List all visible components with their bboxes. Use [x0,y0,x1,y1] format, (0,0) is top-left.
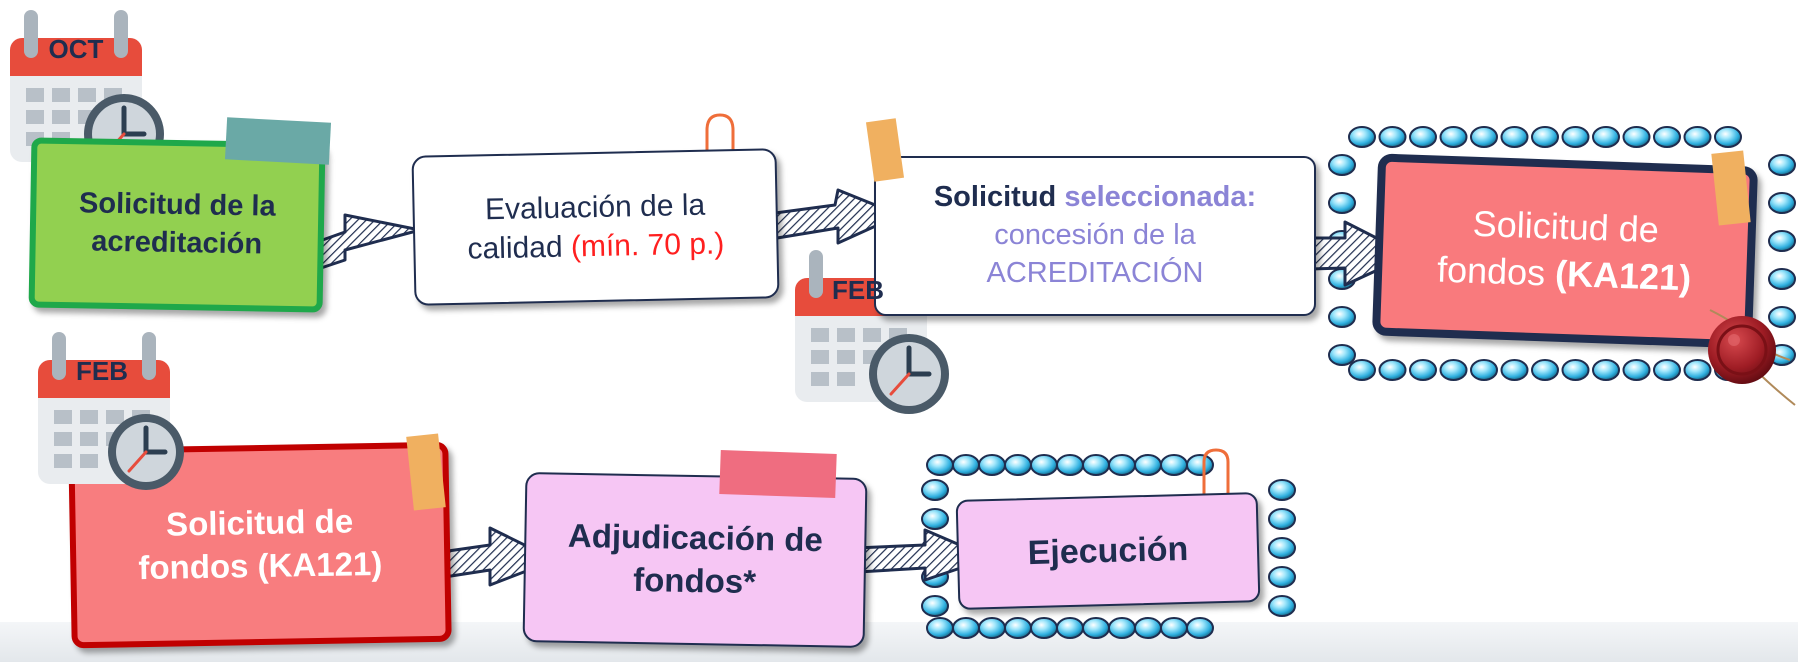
step-text: calidad (mín. 70 p.) [467,224,725,268]
light-bulb-icon [952,617,980,639]
light-bulb-icon [1134,617,1162,639]
step-adjudicacion-fondos: Adjudicación de fondos* [522,472,868,648]
tape-decoration [224,117,332,165]
step-text: fondos (KA121) [138,544,383,587]
light-bulb-icon [1531,126,1559,148]
light-bulb-icon [1328,154,1356,176]
light-bulb-icon [1683,359,1712,381]
light-bulb-icon [1439,126,1468,148]
step-evaluacion-calidad: Evaluación de la calidad (mín. 70 p.) [411,148,780,306]
light-bulb-icon [1714,126,1742,148]
step-text-part: Solicitud [933,181,1065,214]
light-bulb-icon [1500,126,1529,148]
light-bulb-icon [926,454,954,476]
light-bulb-icon [1030,454,1058,476]
light-bulb-icon [1561,359,1590,381]
light-bulb-icon [1592,359,1620,381]
light-bulb-icon [1768,306,1796,328]
step-text: Ejecución [1027,529,1189,573]
light-bulb-icon [1409,359,1437,381]
light-bulb-icon [1768,268,1796,290]
step-solicitud-seleccionada: Solicitud seleccionada: concesión de la … [874,156,1316,316]
light-bulb-icon [1030,617,1058,639]
min-score-note: (mín. 70 p.) [570,227,725,264]
light-bulb-icon [921,479,949,501]
light-bulb-icon [1108,454,1136,476]
light-bulb-icon [1378,126,1407,148]
light-bulb-icon [1409,126,1437,148]
light-bulb-icon [1056,454,1084,476]
light-bulb-icon [1768,230,1796,252]
light-bulb-icon [1328,306,1356,328]
light-bulb-icon [1328,344,1356,366]
light-bulb-icon [978,454,1006,476]
light-bulb-icon [1470,126,1498,148]
light-bulb-icon [1653,359,1681,381]
light-bulb-icon [1592,126,1620,148]
step-text: Adjudicación de [567,516,824,559]
light-bulb-icon [1348,359,1376,381]
step-solicitud-acreditacion: Solicitud de la acreditación [28,137,326,313]
light-bulb-icon [1768,192,1796,214]
light-bulb-icon [1531,359,1559,381]
step-text-part: calidad [467,230,572,266]
light-bulb-icon [952,454,980,476]
light-bulb-icon [1186,617,1214,639]
light-bulb-icon [1268,566,1296,588]
month-label: OCT [48,34,104,64]
light-bulb-icon [1470,359,1498,381]
light-bulb-icon [1004,617,1032,639]
light-bulb-icon [1768,154,1796,176]
month-label: FEB [76,356,128,386]
wax-seal-icon [1708,309,1796,406]
step-text-part: seleccionada: [1064,181,1257,214]
light-bulb-icon [1378,359,1407,381]
step-text: Solicitud de la [78,187,276,224]
light-bulb-icon [926,617,954,639]
step-text: ACREDITACIÓN [986,256,1204,289]
light-bulb-icon [1108,617,1136,639]
light-bulb-icon [1653,126,1681,148]
calendar-clock-icon [38,332,184,490]
light-bulb-icon [1056,617,1084,639]
step-text-part: fondos [1436,248,1556,294]
light-bulb-icon [1004,454,1032,476]
step-text-part: (KA121) [1554,252,1692,299]
light-bulb-icon [1134,454,1162,476]
step-text: concesión de la [994,219,1196,252]
light-bulb-icon [921,508,949,530]
light-bulb-icon [1622,126,1651,148]
light-bulb-icon [978,617,1006,639]
step-ejecucion: Ejecución [955,492,1261,610]
light-bulb-icon [1683,126,1712,148]
light-bulb-icon [1561,126,1590,148]
light-bulb-icon [1268,508,1296,530]
light-bulb-icon [1622,359,1651,381]
light-bulb-icon [1439,359,1468,381]
light-bulb-icon [1186,454,1214,476]
month-label: FEB [832,275,884,305]
step-text: fondos* [632,560,757,601]
light-bulb-frames [921,126,1796,639]
light-bulb-icon [1160,454,1188,476]
light-bulb-icon [1082,454,1110,476]
step-text: Solicitud de [1472,202,1660,251]
step-text: Solicitud seleccionada: [934,179,1256,217]
step-text: Solicitud de [165,502,354,543]
light-bulb-icon [1500,359,1529,381]
step-text: Evaluación de la [484,188,706,227]
light-bulb-icon [1268,595,1296,617]
step-text: fondos (KA121) [1436,247,1692,303]
light-bulb-icon [921,595,949,617]
light-bulb-icon [1348,126,1376,148]
tape-decoration [719,449,837,499]
light-bulb-icon [1268,479,1296,501]
light-bulb-icon [1328,192,1356,214]
light-bulb-icon [1268,537,1296,559]
step-text: acreditación [90,225,263,261]
light-bulb-icon [1160,617,1188,639]
light-bulb-icon [1082,617,1110,639]
